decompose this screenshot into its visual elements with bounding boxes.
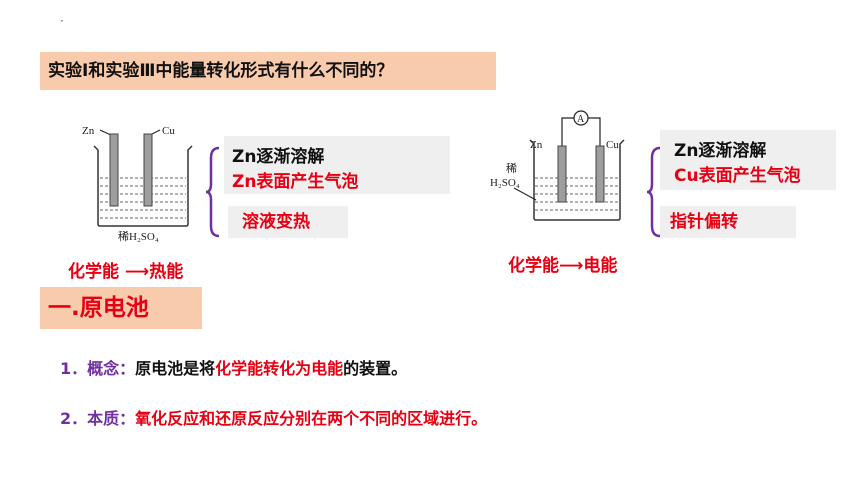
right-conversion: 化学能⟶电能 [508, 256, 618, 276]
essence-text: 氧化反应和还原反应分别在两个不同的区域进行。 [135, 409, 488, 428]
left-beaker-diagram: Zn Cu 稀H₂SO₄ [82, 125, 193, 243]
right-beaker-diagram: A Zn Cu 稀 H₂SO₄ [490, 110, 625, 221]
left-cu-electrode [143, 133, 153, 207]
concept-text-a: 原电池是将 [135, 359, 216, 378]
right-zn-electrode [557, 145, 567, 203]
right-cu-electrode [595, 145, 605, 203]
left-conversion: 化学能 ⟶热能 [68, 262, 184, 282]
left-zn-label: Zn [82, 125, 95, 137]
section-title: 一.原电池 [40, 287, 202, 329]
ammeter-label: A [577, 114, 585, 125]
right-observation-1: Zn逐渐溶解 [674, 141, 767, 161]
right-zn-label: Zn [530, 139, 543, 151]
right-cu-label: Cu [606, 139, 619, 151]
left-observation-1: Zn逐渐溶解 [232, 147, 325, 167]
essence-number: 2．本质： [60, 409, 136, 428]
right-observation-2: Cu表面产生气泡 [674, 166, 801, 186]
right-solution-label-2: H₂SO₄ [490, 177, 520, 189]
essence-line: 2．本质：氧化反应和还原反应分别在两个不同的区域进行。 [60, 405, 487, 429]
top-dot: · [60, 14, 64, 28]
question-banner: 实验Ⅰ和实验Ⅲ中能量转化形式有什么不同的？ [40, 52, 496, 90]
right-solution-label-1: 稀 [506, 162, 517, 175]
right-observation-box: Zn逐渐溶解 Cu表面产生气泡 [660, 130, 836, 190]
left-brace [205, 146, 220, 238]
concept-number: 1．概念： [60, 359, 136, 378]
left-observation-2: Zn表面产生气泡 [232, 172, 359, 192]
concept-text-b: 的装置。 [343, 359, 408, 378]
right-observation-3: 指针偏转 [660, 206, 796, 238]
left-cu-label: Cu [162, 125, 175, 137]
ammeter-icon [573, 110, 589, 126]
left-observation-3: 溶液变热 [228, 206, 348, 238]
left-solution-label: 稀H₂SO₄ [118, 230, 159, 243]
left-zn-electrode [109, 133, 119, 207]
concept-line: 1．概念：原电池是将化学能转化为电能的装置。 [60, 355, 407, 379]
left-observation-box: Zn逐渐溶解 Zn表面产生气泡 [224, 136, 450, 194]
concept-highlight: 化学能转化为电能 [215, 359, 344, 378]
right-brace [646, 146, 661, 238]
